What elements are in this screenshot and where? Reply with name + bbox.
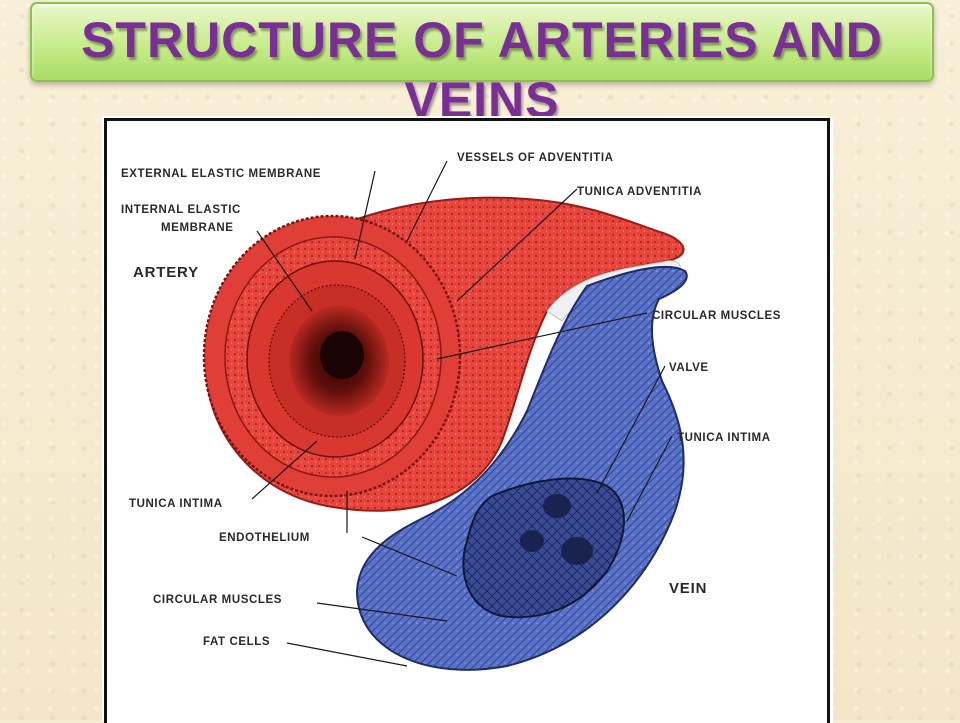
label-valve: VALVE [669,362,709,374]
label-tunica-adventitia: TUNICA ADVENTITIA [577,186,702,198]
slide-title: STRUCTURE OF ARTERIES AND VEINS [81,12,883,128]
label-vein: VEIN [669,580,707,597]
leader-lines [251,160,673,667]
label-fat-cells: FAT CELLS [203,636,270,648]
label-external-elastic-membrane: EXTERNAL ELASTIC MEMBRANE [121,168,321,180]
vein-valve [520,494,593,565]
title-banner: STRUCTURE OF ARTERIES AND VEINS [30,2,934,128]
diagram-frame: EXTERNAL ELASTIC MEMBRANE INTERNAL ELAST… [104,118,830,723]
label-endothelium: ENDOTHELIUM [219,532,310,544]
label-vessels-of-adventitia: VESSELS OF ADVENTITIA [457,152,614,164]
label-tunica-intima-vein: TUNICA INTIMA [677,432,771,444]
label-internal-elastic-line1: INTERNAL ELASTIC [121,204,241,216]
artery-cross-section [202,214,462,498]
label-tunica-intima-artery: TUNICA INTIMA [129,498,223,510]
vein-lumen [462,477,625,619]
label-artery: ARTERY [133,264,199,281]
label-circular-muscles-artery: CIRCULAR MUSCLES [652,310,781,322]
label-circular-muscles-vein: CIRCULAR MUSCLES [153,594,282,606]
label-internal-elastic-line2: MEMBRANE [161,222,234,234]
vessel-diagram: EXTERNAL ELASTIC MEMBRANE INTERNAL ELAST… [121,152,781,671]
